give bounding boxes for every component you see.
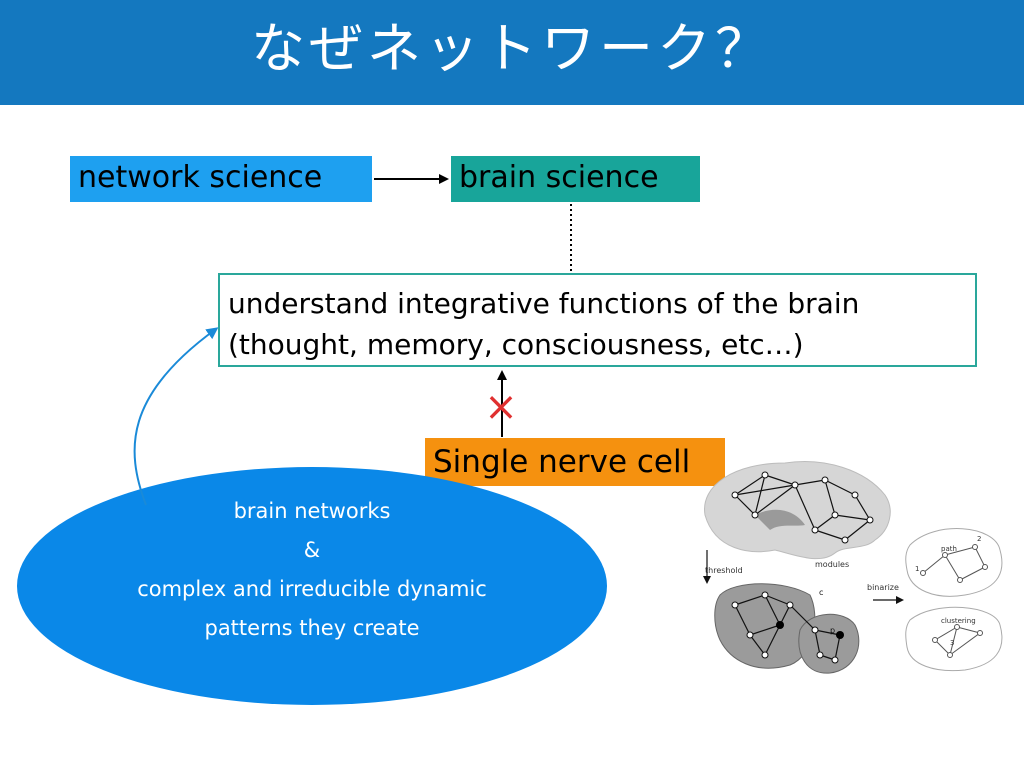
brain-science-box: brain science	[451, 156, 700, 202]
ellipse-line-3: complex and irreducible dynamic	[137, 577, 487, 601]
hub-node-c	[776, 621, 784, 629]
threshold-label: threshold	[705, 566, 743, 575]
single-nerve-cell-box: Single nerve cell	[425, 438, 725, 486]
module-nodes	[731, 591, 839, 664]
understand-line-2: (thought, memory, consciousness, etc…)	[228, 328, 804, 361]
path-label: path	[941, 545, 957, 553]
brain-silhouette	[704, 461, 891, 560]
ellipse-line-4: patterns they create	[204, 616, 420, 640]
clustering-edges	[934, 626, 981, 656]
binarize-label: binarize	[867, 583, 899, 592]
node-2-label: 2	[977, 535, 981, 543]
cross-mark: ×	[484, 384, 518, 430]
panel-nodes	[920, 544, 988, 658]
node-1-label: 1	[915, 565, 919, 573]
title-bar: なぜネットワーク？	[0, 0, 1024, 105]
slide-title: なぜネットワーク？	[251, 17, 773, 80]
ellipse-line-1: brain networks	[233, 499, 391, 523]
hub-node-p	[836, 631, 844, 639]
ellipse-to-understand-arrow	[133, 327, 219, 506]
ellipse-line-2: &	[303, 538, 321, 562]
ellipse-text: brain networks & complex and irreducible…	[17, 492, 607, 648]
understand-functions-box: understand integrative functions of the …	[218, 273, 977, 367]
brain-network-figure: threshold modules c p binarize path clus…	[703, 461, 1003, 674]
brain-network-nodes	[731, 471, 874, 544]
brain-networks-ellipse	[17, 467, 607, 705]
brain-fold	[755, 509, 805, 530]
threshold-arrowhead	[703, 576, 711, 584]
path-edges	[922, 546, 986, 581]
path-panel	[905, 528, 1003, 597]
understand-line-1: understand integrative functions of the …	[228, 287, 860, 320]
modules-label: modules	[815, 560, 849, 569]
node-p-label: p	[830, 626, 835, 635]
binarize-arrowhead	[896, 596, 904, 604]
network-science-box: network science	[70, 156, 372, 202]
clustering-label: clustering	[941, 617, 976, 625]
node-3-label: 3	[950, 639, 954, 647]
node-c-label: c	[819, 588, 823, 597]
brain-network-edges	[734, 474, 871, 541]
